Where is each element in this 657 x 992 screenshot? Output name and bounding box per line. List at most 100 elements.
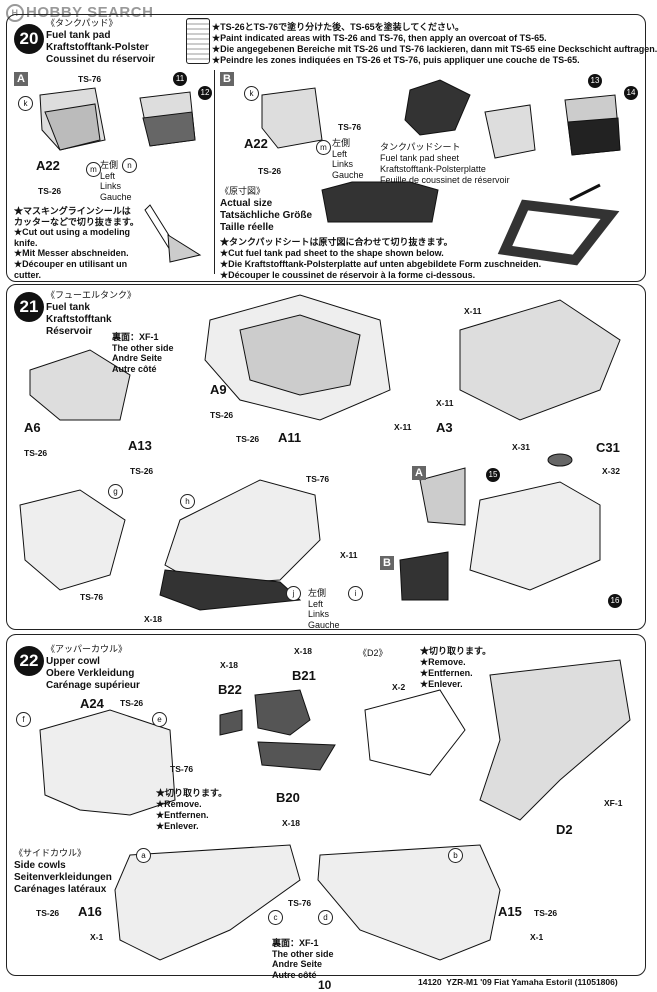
ts76-22: TS-76 <box>170 764 194 774</box>
part-d: d <box>318 910 333 925</box>
step-21-title-de: Kraftstofftank <box>46 314 112 325</box>
x11-label-c: X-11 <box>436 398 454 408</box>
mask-note-jp: ★マスキングラインシールは カッターなどで切り抜きます。 <box>14 206 139 227</box>
x18-b22: X-18 <box>220 660 238 670</box>
d2-label: D2 <box>556 822 573 837</box>
x18-b20: X-18 <box>282 818 300 828</box>
actual-size-en: Actual size <box>220 198 273 209</box>
a22-paint-b: TS-26 <box>258 166 282 176</box>
remove2-jp: ★切り取ります。 <box>420 646 492 656</box>
cowl-parts <box>39 659 631 961</box>
sheet-label-fr: Feuille de coussinet de réservoir <box>380 175 510 185</box>
sheet-label-de: Kraftstofftank-Polsterplatte <box>380 164 486 174</box>
step-20-panel <box>6 14 646 282</box>
callout-16: 16 <box>608 594 622 608</box>
actual-size-de: Tatsächliche Größe <box>220 210 313 221</box>
g-paint: TS-76 <box>80 592 104 602</box>
part-n-a: n <box>122 158 137 173</box>
b21-label: B21 <box>292 668 316 683</box>
a3-label: A3 <box>436 420 453 435</box>
a13-paint: TS-26 <box>130 466 154 476</box>
step-21-panel <box>6 284 646 630</box>
a11-label: A11 <box>278 430 302 445</box>
step-21-number: 21 <box>14 292 44 322</box>
actual-size-fr: Taille réelle <box>220 222 274 233</box>
cut-note-de: ★Die Kraftstofftank-Polsterplatte auf un… <box>220 259 542 269</box>
remove2-de: ★Entfernen. <box>420 668 473 678</box>
c31-label: C31 <box>596 440 620 455</box>
actual-size-jp: 《原寸図》 <box>220 186 266 196</box>
step-20-note-en: ★Paint indicated areas with TS-26 and TS… <box>212 33 547 43</box>
step-20-title-de: Kraftstofftank-Polster <box>46 42 149 53</box>
knife-icon <box>144 204 202 263</box>
fuel-tank-pad-a <box>39 87 196 151</box>
a15-paint: TS-26 <box>534 908 558 918</box>
step-20-divider <box>214 70 215 274</box>
cut-note-fr: ★Découper le coussinet de réservoir à la… <box>220 270 476 280</box>
step-20-number: 20 <box>14 24 44 54</box>
remove-jp: ★切り取ります。 <box>156 788 228 798</box>
step-22-title-fr: Carénage supérieur <box>46 680 140 691</box>
a22-label-a: A22 <box>36 158 60 173</box>
left-side-label-a: 左側 Left Links Gauche <box>100 160 132 202</box>
step-21-title-jp: 《フューエルタンク》 <box>46 290 137 300</box>
x31-label: X-31 <box>512 442 530 452</box>
step-20-note-de: ★Die angegebenen Bereiche mit TS-26 und … <box>212 44 657 54</box>
b20-label: B20 <box>276 790 300 805</box>
mask-note-en: ★Cut out using a modeling knife. <box>14 227 131 248</box>
remove2-en: ★Remove. <box>420 657 466 667</box>
step-22-panel <box>6 634 646 976</box>
a16-paint: TS-26 <box>36 908 60 918</box>
b-ts76-label: TS-76 <box>338 122 362 132</box>
sheet-label-en: Fuel tank pad sheet <box>380 153 460 163</box>
step-21-box-b: B <box>380 556 394 570</box>
part-m-b: m <box>316 140 331 155</box>
part-k-b: k <box>244 86 259 101</box>
part-k-a: k <box>18 96 33 111</box>
x11-label-d: X-11 <box>340 550 358 560</box>
part-f: f <box>16 712 31 727</box>
step-20-note-jp: ★TS-26とTS-76で塗り分けた後、TS-65を塗装してください。 <box>212 22 465 32</box>
callout-12: 12 <box>198 86 212 100</box>
part-e: e <box>152 712 167 727</box>
remove-fr: ★Enlever. <box>156 821 199 831</box>
a22-paint-a: TS-26 <box>38 186 62 196</box>
part-j: j <box>286 586 301 601</box>
step-20-title-fr: Coussinet du réservoir <box>46 54 155 65</box>
a6-label: A6 <box>24 420 41 435</box>
a16-label: A16 <box>78 904 102 919</box>
callout-11: 11 <box>173 72 187 86</box>
step-22-title-en: Upper cowl <box>46 656 100 667</box>
remove-en: ★Remove. <box>156 799 202 809</box>
a13-label: A13 <box>128 438 152 453</box>
step-22-title-de: Obere Verkleidung <box>46 668 135 679</box>
step-20-title-en: Fuel tank pad <box>46 30 111 41</box>
a-ts76-label: TS-76 <box>78 74 102 84</box>
step-20-box-b: B <box>220 72 234 86</box>
side-cowl-title-fr: Carénages latéraux <box>14 884 107 895</box>
part-m-a: m <box>86 162 101 177</box>
callout-13: 13 <box>588 74 602 88</box>
side-cowl-title-en: Side cowls <box>14 860 66 871</box>
remove-de: ★Entfernen. <box>156 810 209 820</box>
xf1-d2: XF-1 <box>604 798 623 808</box>
step-22-number: 22 <box>14 646 44 676</box>
d2-title: 《D2》 <box>358 648 388 658</box>
x2-label: X-2 <box>392 682 406 692</box>
step-20-title-jp: 《タンクパッド》 <box>46 18 118 28</box>
other-side-22: 裏面：XF-1 The other side Andre Seite Autre… <box>272 938 334 980</box>
sheet-label-jp: タンクパッドシート <box>380 142 461 152</box>
x1-left: X-1 <box>90 932 104 942</box>
step-22-title-jp: 《アッパーカウル》 <box>46 644 128 654</box>
part-b: b <box>448 848 463 863</box>
a11-paint: TS-26 <box>236 434 260 444</box>
cut-note-jp: ★タンクパッドシートは原寸図に合わせて切り抜きます。 <box>220 237 453 247</box>
x11-label-a: X-11 <box>394 422 412 432</box>
remove2-fr: ★Enlever. <box>420 679 463 689</box>
step-21-title-en: Fuel tank <box>46 302 90 313</box>
a15-label: A15 <box>498 904 522 919</box>
side-cowl-title-jp: 《サイドカウル》 <box>14 848 87 858</box>
part-h: h <box>180 494 195 509</box>
part-c: c <box>268 910 283 925</box>
